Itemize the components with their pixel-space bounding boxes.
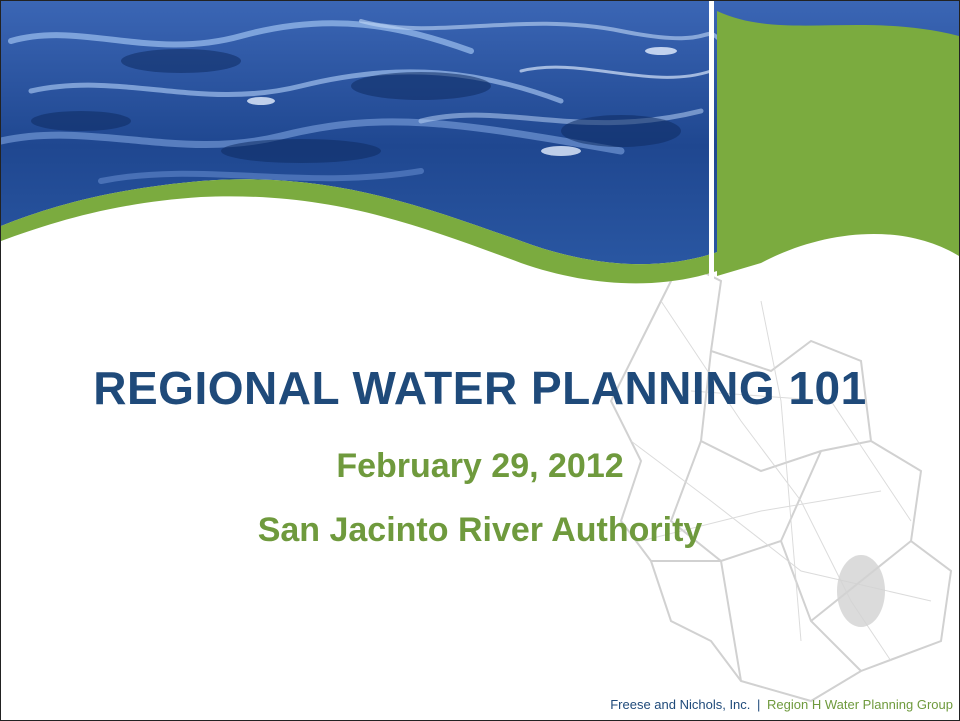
region-map-image	[609, 259, 953, 703]
footer-company: Freese and Nichols, Inc.	[610, 697, 751, 712]
footer-group: Region H Water Planning Group	[767, 697, 953, 712]
organization-name: San Jacinto River Authority	[257, 511, 703, 549]
footer: Freese and Nichols, Inc. | Region H Wate…	[610, 697, 953, 712]
slide-title: REGIONAL WATER PLANNING 101	[93, 362, 867, 414]
presentation-date: February 29, 2012	[336, 447, 624, 485]
footer-separator: |	[757, 697, 761, 712]
water-banner	[1, 1, 959, 286]
